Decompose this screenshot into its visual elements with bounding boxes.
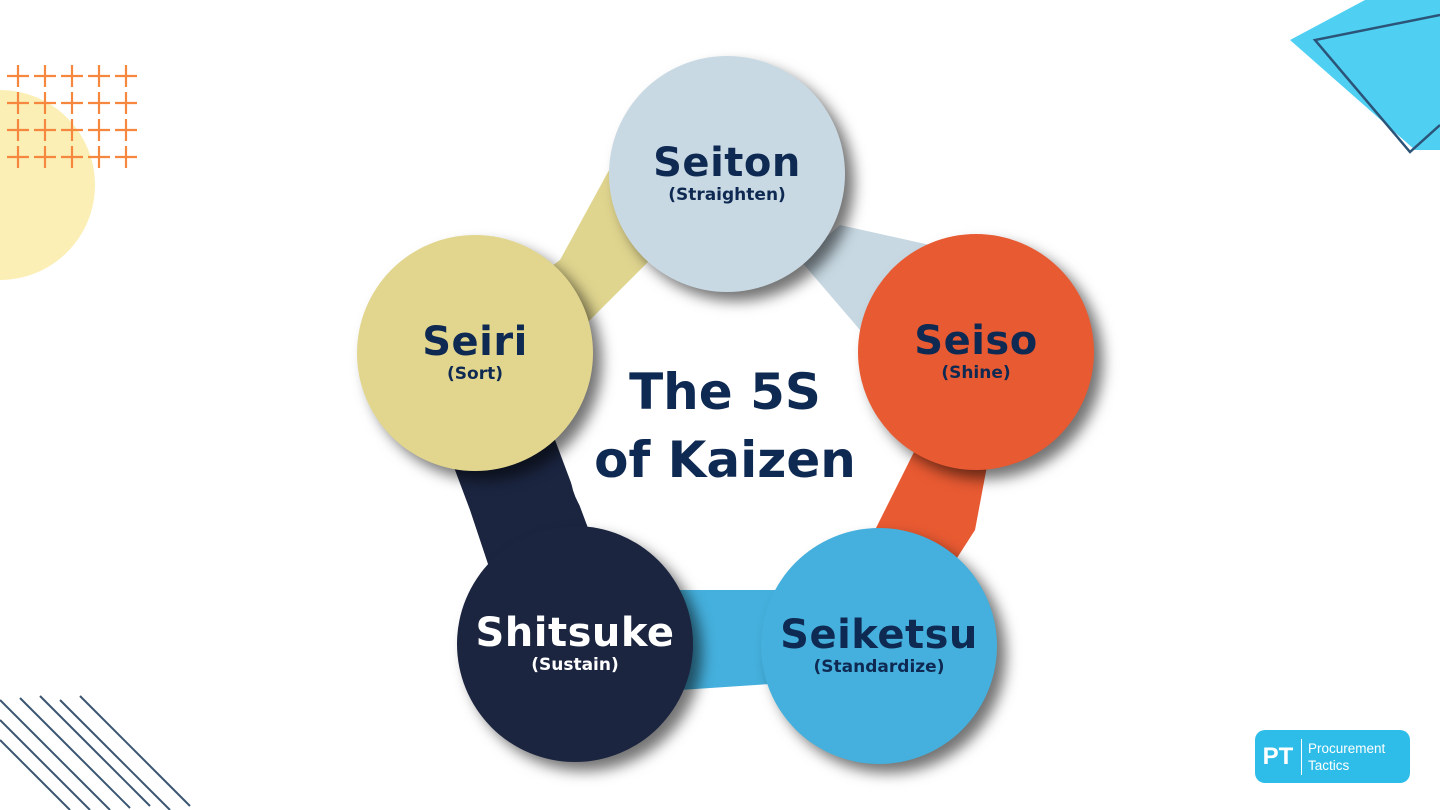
connector-seiton-seiso <box>800 225 930 330</box>
logo-wordmark: Procurement Tactics <box>1308 740 1385 774</box>
center-blob <box>570 285 890 590</box>
brand-logo: PT Procurement Tactics <box>1255 730 1410 783</box>
yellow-circle-decoration <box>0 90 95 280</box>
node-title: Seiri <box>422 319 528 365</box>
title-line-1: The 5S <box>629 363 821 421</box>
diagonal-lines-decoration <box>0 695 191 810</box>
node-title: Shitsuke <box>475 610 675 656</box>
logo-line-1: Procurement <box>1308 740 1386 756</box>
node-shitsuke: Shitsuke (Sustain) <box>457 526 693 762</box>
node-title: Seiso <box>914 318 1038 364</box>
plus-grid-decoration <box>7 65 137 168</box>
node-subtitle: (Sustain) <box>531 655 619 675</box>
logo-line-2: Tactics <box>1308 757 1350 773</box>
node-seiso: Seiso (Shine) <box>858 234 1094 470</box>
node-subtitle: (Sort) <box>447 364 503 384</box>
diagram-title: The 5S of Kaizen <box>560 358 890 494</box>
logo-divider <box>1301 738 1302 775</box>
node-subtitle: (Shine) <box>941 363 1011 383</box>
node-subtitle: (Straighten) <box>668 185 786 205</box>
node-title: Seiketsu <box>780 612 978 658</box>
node-title: Seiton <box>653 140 801 186</box>
logo-mark: PT <box>1262 742 1294 770</box>
diamond-outline-decoration <box>1312 13 1440 154</box>
node-seiton: Seiton (Straighten) <box>609 56 845 292</box>
node-seiri: Seiri (Sort) <box>357 235 593 471</box>
node-seiketsu: Seiketsu (Standardize) <box>761 528 997 764</box>
cyan-diamond-decoration <box>1290 0 1440 150</box>
node-subtitle: (Standardize) <box>813 657 945 677</box>
title-line-2: of Kaizen <box>594 431 856 489</box>
